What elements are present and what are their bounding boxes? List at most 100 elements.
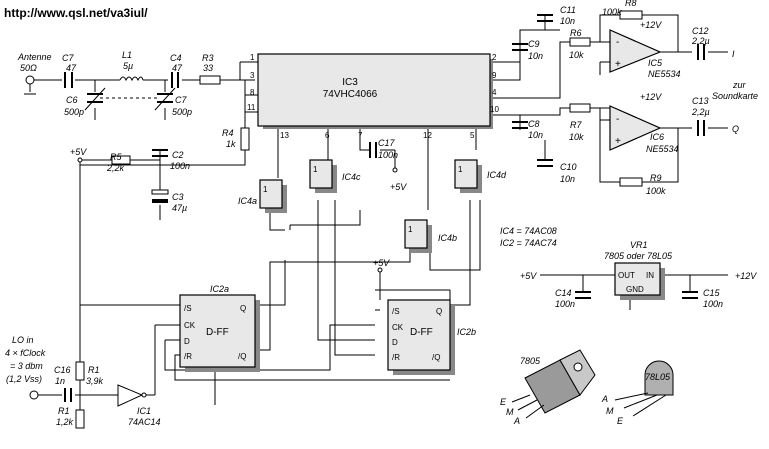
capacitor-c17	[369, 142, 377, 158]
capacitor-c10	[537, 159, 553, 167]
ic6-part: NE5534	[646, 144, 679, 154]
ic2b-flipflop	[387, 299, 451, 371]
output-i: I	[732, 49, 735, 59]
c11-val: 10n	[560, 16, 575, 26]
svg-text:D: D	[392, 338, 398, 347]
ic6-name: IC6	[650, 132, 664, 142]
capacitor-c3	[151, 189, 169, 203]
svg-text:/R: /R	[184, 352, 192, 361]
r4-val: 1k	[226, 139, 236, 149]
trimmer-capacitor-c6	[84, 87, 106, 111]
svg-text:1: 1	[263, 185, 268, 194]
c17-val: 100n	[378, 150, 398, 160]
supply-p12-ic5: +12V	[640, 20, 662, 30]
vr1-part: 7805 oder 78L05	[604, 251, 673, 261]
svg-text:3: 3	[250, 71, 255, 80]
pkg-78l05-pin-a: A	[601, 394, 608, 404]
c14-val: 100n	[555, 299, 575, 309]
c14-ref: C14	[555, 288, 572, 298]
c12-ref: C12	[692, 26, 709, 36]
c7a-val: 47	[66, 63, 77, 73]
svg-text:1: 1	[250, 53, 255, 62]
ic5-name: IC5	[648, 58, 663, 68]
resistor-r8	[619, 10, 643, 20]
ic4b-gate	[404, 219, 428, 249]
ic2a-label: IC2a	[210, 284, 229, 294]
capacitor-c8	[512, 121, 528, 129]
ic4b-label: IC4b	[438, 233, 457, 243]
r8-val: 100k	[602, 7, 622, 17]
antenna-connector	[24, 75, 36, 95]
c4-val: 47	[172, 63, 183, 73]
label-soundcard-1: zur	[732, 80, 747, 90]
r5-ref: R5	[110, 152, 122, 162]
vr1-name: VR1	[630, 240, 648, 250]
ic5-part: NE5534	[648, 69, 681, 79]
supply-p5-c17: +5V	[390, 182, 407, 192]
inductor-l1	[119, 76, 144, 82]
pkg-78l05-pin-m: M	[606, 406, 614, 416]
r4-ref: R4	[222, 128, 234, 138]
resistor-r3	[199, 75, 221, 85]
svg-text:10: 10	[490, 105, 499, 114]
r9-ref: R9	[650, 173, 662, 183]
supply-p12-ic6: +12V	[640, 92, 662, 102]
capacitor-c4	[171, 72, 179, 88]
r8-ref: R8	[625, 0, 637, 8]
r5-val: 2,2k	[106, 163, 125, 173]
c15-ref: C15	[703, 288, 721, 298]
svg-text:8: 8	[250, 88, 255, 97]
r1b-val: 1,2k	[56, 417, 74, 427]
lo-connector	[29, 390, 39, 400]
svg-text:/Q: /Q	[238, 352, 246, 361]
vr1-regulator	[614, 262, 661, 296]
ic2a-flipflop	[179, 294, 256, 368]
svg-text:+: +	[615, 59, 621, 70]
ic4c-gate	[309, 159, 333, 189]
trimmer-capacitor-c7	[154, 87, 176, 111]
pkg-7805-pin-e: E	[500, 397, 507, 407]
svg-text:2: 2	[492, 53, 497, 62]
svg-text:-: -	[616, 37, 619, 48]
svg-text:Q: Q	[240, 304, 246, 313]
capacitor-c15	[682, 291, 698, 299]
c2-ref: C2	[172, 150, 184, 160]
pkg-7805-pin-m: M	[506, 407, 514, 417]
c15-val: 100n	[703, 299, 723, 309]
svg-text:+: +	[615, 136, 621, 147]
r9-val: 100k	[646, 186, 666, 196]
svg-text:6: 6	[325, 131, 330, 140]
svg-text:12: 12	[423, 131, 432, 140]
c13-ref: C13	[692, 96, 709, 106]
c13-val: 2,2µ	[691, 107, 710, 117]
c7a-ref: C7	[62, 53, 74, 63]
c7b-ref: C7	[175, 95, 187, 105]
capacitor-c12	[697, 44, 705, 60]
r7-val: 10k	[569, 132, 584, 142]
capacitor-c2	[152, 149, 168, 157]
ic4d-label: IC4d	[487, 170, 507, 180]
resistor-r1-upper	[75, 361, 85, 381]
r1b-ref: R1	[58, 406, 70, 416]
c9-ref: C9	[528, 39, 540, 49]
resistor-r5	[111, 155, 131, 165]
l1-ref: L1	[122, 50, 132, 60]
pkg-78l05-label: 78L05	[645, 372, 671, 382]
ic4d-gate	[454, 159, 478, 189]
capacitor-c9	[512, 43, 528, 51]
label-lo-vpp: (1,2 Vss)	[6, 374, 42, 384]
supply-p5-left: +5V	[70, 147, 87, 157]
capacitor-c7	[64, 72, 73, 88]
supply-p5-ic2b: +5V	[373, 258, 390, 268]
ic2b-type: D-FF	[410, 327, 433, 338]
label-soundcard-2: Soundkarte	[712, 91, 758, 101]
ic3-box	[257, 53, 491, 127]
svg-text:11: 11	[247, 103, 256, 112]
svg-text:1: 1	[313, 165, 318, 174]
resistor-r1-lower	[75, 409, 85, 429]
c16-val: 1n	[55, 376, 65, 386]
wiring	[29, 14, 728, 410]
note-ic4: IC4 = 74AC08	[500, 226, 557, 236]
svg-text:CK: CK	[392, 323, 404, 332]
